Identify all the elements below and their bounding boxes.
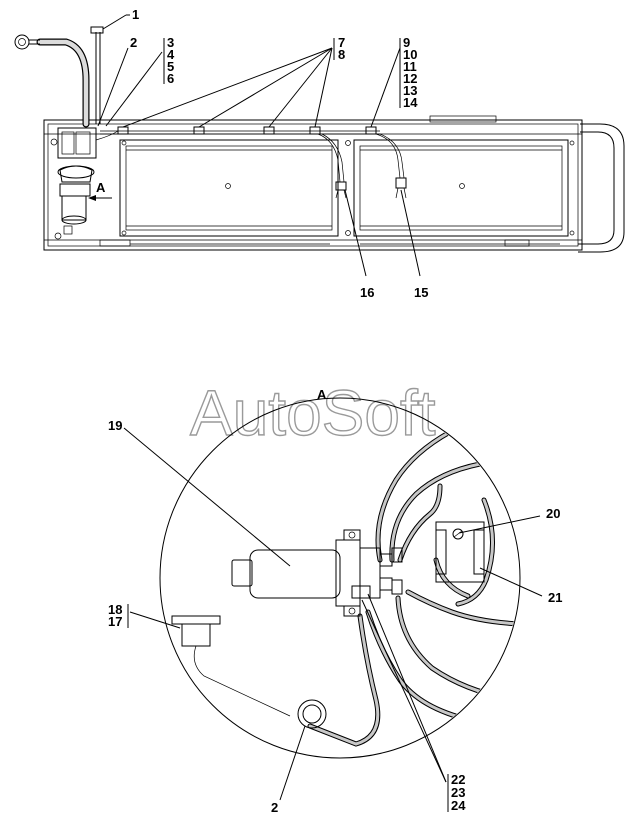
callout-24: 24 xyxy=(451,798,466,813)
callout-6: 6 xyxy=(167,71,174,86)
cable-to-15 xyxy=(375,133,401,179)
handle-inner xyxy=(578,131,615,245)
callout-1: 1 xyxy=(132,7,139,22)
callout-2: 2 xyxy=(130,35,137,50)
callout-9: 9 xyxy=(403,35,410,50)
callout-23: 23 xyxy=(451,785,465,800)
heater-panel-right xyxy=(353,139,569,237)
frame-inner xyxy=(47,123,579,247)
frame-top-bracket xyxy=(429,115,497,123)
callout-2-detail: 2 xyxy=(271,800,278,815)
cable-to-16 xyxy=(317,133,341,183)
callout-20: 20 xyxy=(546,506,560,521)
clamp-9 xyxy=(365,126,377,135)
watermark: AutoSoft xyxy=(190,377,436,449)
screw-20 xyxy=(452,528,464,540)
relay-21 xyxy=(435,521,485,583)
detail-callout-labels: 19 20 21 18 17 2 22 23 24 xyxy=(108,418,562,815)
top-leaders xyxy=(97,14,421,277)
connector-15 xyxy=(395,177,407,189)
top-callout-labels: 1 2 3 4 5 6 7 8 9 10 11 12 13 14 15 16 xyxy=(130,7,428,300)
callout-5: 5 xyxy=(167,59,174,74)
top-assembly-view: A xyxy=(14,26,625,253)
heater-panel-left xyxy=(119,139,339,237)
clamp-7c xyxy=(263,126,275,135)
rod-1-cap xyxy=(90,26,104,34)
callout-17: 17 xyxy=(108,614,122,629)
detail-view-label: A xyxy=(317,387,327,402)
detail-leaders xyxy=(123,427,543,812)
clamp-7d xyxy=(309,126,321,135)
handle-outer xyxy=(578,123,625,253)
detail-view xyxy=(159,397,521,759)
frame-outer xyxy=(43,119,583,251)
clamp-7b xyxy=(193,126,205,135)
callout-19: 19 xyxy=(108,418,122,433)
callout-21: 21 xyxy=(548,590,562,605)
callout-14: 14 xyxy=(403,95,418,110)
detail-circle xyxy=(159,397,521,759)
callout-18: 18 xyxy=(108,602,122,617)
lamp-17-18 xyxy=(171,615,291,717)
pump-assembly xyxy=(50,127,119,240)
callout-4: 4 xyxy=(167,47,175,62)
callout-22: 22 xyxy=(451,772,465,787)
connector-16 xyxy=(335,181,347,191)
grommet-2 xyxy=(297,699,327,729)
view-arrow-label: A xyxy=(96,180,106,195)
callout-11: 11 xyxy=(403,59,417,74)
view-arrow-head xyxy=(88,195,96,201)
callout-3: 3 xyxy=(167,35,174,50)
callout-15: 15 xyxy=(414,285,428,300)
callout-7: 7 xyxy=(338,35,345,50)
callout-13: 13 xyxy=(403,83,417,98)
clamp-7a xyxy=(117,126,129,135)
cable-lug xyxy=(14,34,30,50)
callout-10: 10 xyxy=(403,47,417,62)
callout-12: 12 xyxy=(403,71,417,86)
callout-8: 8 xyxy=(338,47,345,62)
callout-16: 16 xyxy=(360,285,374,300)
